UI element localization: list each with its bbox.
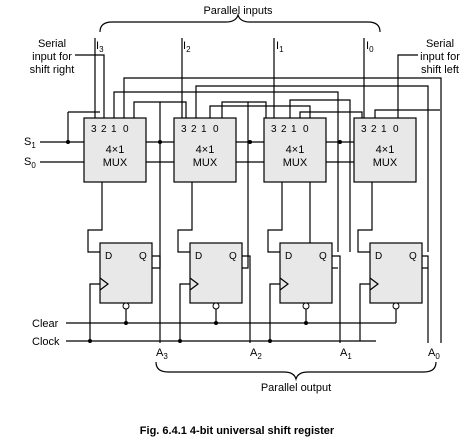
svg-text:3: 3 <box>91 124 97 135</box>
svg-text:input for: input for <box>32 51 72 63</box>
output-label-a3: A3 <box>156 347 168 361</box>
serial-left-wire <box>397 54 418 118</box>
svg-text:1: 1 <box>201 124 207 135</box>
s0-label: S0 <box>24 156 36 170</box>
mux-2: 3 2 1 0 4×1 MUX <box>173 117 237 183</box>
clock-label: Clock <box>32 336 60 348</box>
svg-text:Q: Q <box>139 251 147 262</box>
clear-clock-wires <box>66 283 397 343</box>
svg-text:1: 1 <box>381 124 387 135</box>
parallel-output-brace <box>155 361 437 382</box>
output-label-a0: A0 <box>428 347 440 361</box>
svg-text:4×1: 4×1 <box>286 144 305 156</box>
input-label-i2: I2 <box>183 40 191 54</box>
svg-text:D: D <box>195 251 202 262</box>
svg-text:0: 0 <box>303 124 309 135</box>
svg-text:0: 0 <box>393 124 399 135</box>
input-label-i0: I0 <box>366 40 374 54</box>
clear-label: Clear <box>32 318 59 330</box>
svg-text:MUX: MUX <box>283 157 308 169</box>
parallel-inputs-brace <box>99 12 381 33</box>
mux-0: 3 2 1 0 4×1 MUX <box>353 117 417 183</box>
input-label-i1: I1 <box>276 40 284 54</box>
svg-text:3: 3 <box>271 124 277 135</box>
mux-to-d-wires <box>87 182 373 253</box>
select-lines <box>40 111 354 163</box>
svg-text:3: 3 <box>181 124 187 135</box>
svg-text:shift left: shift left <box>421 64 459 76</box>
svg-text:2: 2 <box>101 124 107 135</box>
s1-label: S1 <box>24 136 36 150</box>
svg-text:input for: input for <box>420 51 460 63</box>
feedback-wires <box>113 77 442 343</box>
svg-text:Q: Q <box>319 251 327 262</box>
svg-text:1: 1 <box>111 124 117 135</box>
q-feedback-wires <box>133 101 428 269</box>
svg-text:D: D <box>285 251 292 262</box>
svg-text:Q: Q <box>229 251 237 262</box>
svg-text:4×1: 4×1 <box>106 144 125 156</box>
flip-flop-1: D Q <box>279 242 333 310</box>
svg-text:1: 1 <box>291 124 297 135</box>
mux-3: 3 2 1 0 4×1 MUX <box>83 117 147 183</box>
flip-flop-3: D Q <box>99 242 153 310</box>
svg-text:Q: Q <box>409 251 417 262</box>
svg-text:3: 3 <box>361 124 367 135</box>
serial-input-left-label: Serial input for shift left <box>420 38 460 76</box>
q-output-wires <box>152 255 429 343</box>
svg-text:shift right: shift right <box>30 64 75 76</box>
svg-text:2: 2 <box>371 124 377 135</box>
svg-text:Serial: Serial <box>38 38 66 50</box>
svg-text:D: D <box>375 251 382 262</box>
input-label-i3: I3 <box>96 40 104 54</box>
svg-text:2: 2 <box>281 124 287 135</box>
figure-caption: Fig. 6.4.1 4-bit universal shift registe… <box>140 425 335 437</box>
flip-flop-2: D Q <box>189 242 243 310</box>
svg-text:2: 2 <box>191 124 197 135</box>
svg-text:0: 0 <box>213 124 219 135</box>
svg-text:MUX: MUX <box>373 157 398 169</box>
mux-1: 3 2 1 0 4×1 MUX <box>263 117 327 183</box>
svg-text:4×1: 4×1 <box>376 144 395 156</box>
parallel-output-label: Parallel output <box>261 382 331 394</box>
svg-text:0: 0 <box>123 124 129 135</box>
svg-text:MUX: MUX <box>193 157 218 169</box>
serial-input-right-label: Serial input for shift right <box>30 38 75 76</box>
output-label-a1: A1 <box>340 347 352 361</box>
flip-flop-0: D Q <box>369 242 423 310</box>
output-label-a2: A2 <box>250 347 262 361</box>
svg-text:4×1: 4×1 <box>196 144 215 156</box>
svg-text:Serial: Serial <box>426 38 454 50</box>
svg-text:D: D <box>105 251 112 262</box>
serial-right-wire <box>75 54 105 118</box>
svg-text:MUX: MUX <box>103 157 128 169</box>
parallel-inputs-label: Parallel inputs <box>203 5 273 17</box>
